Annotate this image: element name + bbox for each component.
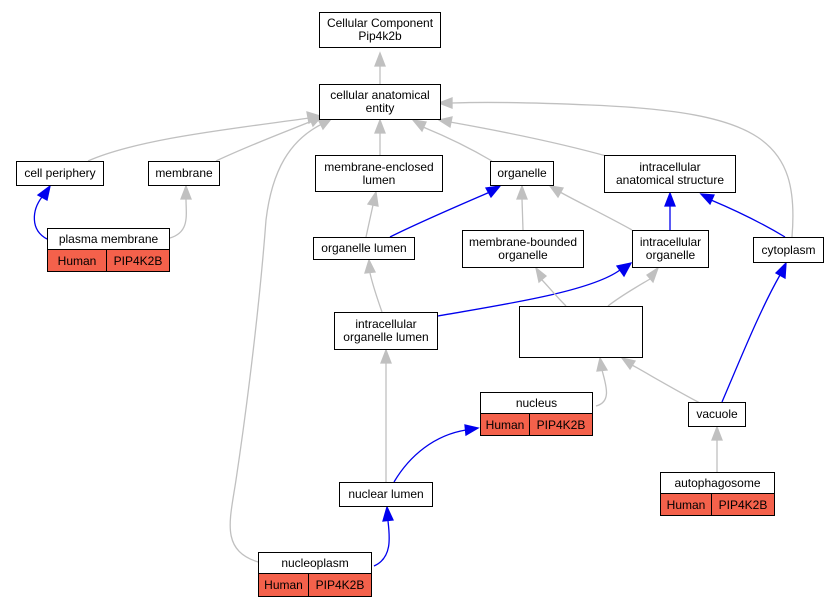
node-membrane-enclosed-lumen[interactable]: membrane-enclosed lumen [315,155,443,192]
edge-ol-to-organelle [389,191,491,238]
arrowhead [382,505,394,522]
gene-label[interactable]: PIP4K2B [530,413,593,436]
edge-mbo-to-organelle [521,198,524,231]
edge-pm-to-membrane [169,198,187,239]
edge-pm-to-cell-periphery [33,196,48,240]
edge-nl-to-nucleus [393,429,467,483]
edge-nucleoplasm-to-cae [229,123,323,563]
edge-membrane-to-cae [215,120,313,162]
arrowhead [534,266,548,284]
node-autophagosome[interactable]: autophagosome [660,472,775,494]
arrowhead [464,424,480,437]
arrowhead [316,118,333,131]
node-nuclear-lumen[interactable]: nuclear lumen [339,482,433,507]
arrowhead [620,356,637,371]
arrowhead [615,262,633,278]
arrowhead [411,119,427,133]
node-cytoplasm[interactable]: cytoplasm [753,237,824,263]
arrowhead [484,185,502,199]
edge-organelle-to-cae [422,126,493,162]
node-intracellular-organelle-lumen[interactable]: intracellular organelle lumen [334,312,438,350]
species-label: Human [480,413,530,436]
annotation-row-plasma-membrane: Human PIP4K2B [47,249,170,272]
node-nucleus[interactable]: nucleus [480,392,593,414]
annotation-row-autophagosome: Human PIP4K2B [660,493,775,516]
arrowhead [366,190,379,207]
node-cellular-component-root[interactable]: Cellular Component Pip4k2b [319,12,441,48]
arrowhead [36,184,51,201]
species-label: Human [660,493,712,516]
arrowhead [364,258,377,274]
arrowhead [596,356,609,372]
node-vacuole[interactable]: vacuole [688,402,746,427]
node-cellular-anatomical-entity[interactable]: cellular anatomical entity [319,84,441,120]
annotation-row-nucleoplasm: Human PIP4K2B [258,573,372,597]
edge-ico-to-organelle [559,191,633,231]
arrowhead [437,97,453,109]
arrowhead [437,116,453,129]
arrowhead [374,51,386,67]
arrowhead [711,425,723,441]
edge-imbo-to-ico [607,278,651,307]
node-membrane[interactable]: membrane [148,161,220,186]
edge-cell-periphery-to-cae [87,117,310,162]
node-organelle[interactable]: organelle [490,161,554,186]
edge-vacuole-to-cytoplasm [721,274,781,403]
gene-label[interactable]: PIP4K2B [309,573,372,597]
arrowhead [774,261,787,280]
arrowhead [699,193,715,206]
annotation-row-nucleus: Human PIP4K2B [480,413,593,436]
arrowhead [374,118,386,134]
edge-ias-to-cae [449,121,611,158]
node-organelle-lumen[interactable]: organelle lumen [313,237,415,260]
species-label: Human [258,573,309,597]
node-nucleoplasm[interactable]: nucleoplasm [258,552,372,574]
arrowhead [516,184,528,200]
arrowhead [548,185,565,199]
edge-nucleus-to-imbo [595,369,608,407]
arrowhead [180,184,192,200]
arrowhead [664,191,676,207]
edge-cytoplasm-to-cae [451,101,794,238]
node-cell-periphery[interactable]: cell periphery [16,161,104,186]
node-membrane-bounded-organelle[interactable]: membrane-bounded organelle [462,230,584,268]
gene-label[interactable]: PIP4K2B [712,493,775,516]
edge-imbo-to-mbo [541,279,567,307]
edge-cytoplasm-to-ias [710,199,786,238]
node-intracellular-organelle[interactable]: intracellular organelle [632,230,709,268]
edge-nucleoplasm-to-nl [373,520,390,567]
node-intracellular-membrane-bounded-organelle[interactable] [519,306,643,358]
gene-label[interactable]: PIP4K2B [107,249,170,272]
edge-iol-to-ico [437,269,621,317]
node-intracellular-anatomical-structure[interactable]: intracellular anatomical structure [604,155,736,193]
arrowhead [380,348,392,364]
edge-vacuole-to-imbo [631,364,701,404]
arrowhead [646,266,660,284]
node-plasma-membrane[interactable]: plasma membrane [47,228,170,250]
species-label: Human [47,249,107,272]
edge-iol-to-ol [369,272,383,313]
edge-ol-to-mel [365,204,374,238]
